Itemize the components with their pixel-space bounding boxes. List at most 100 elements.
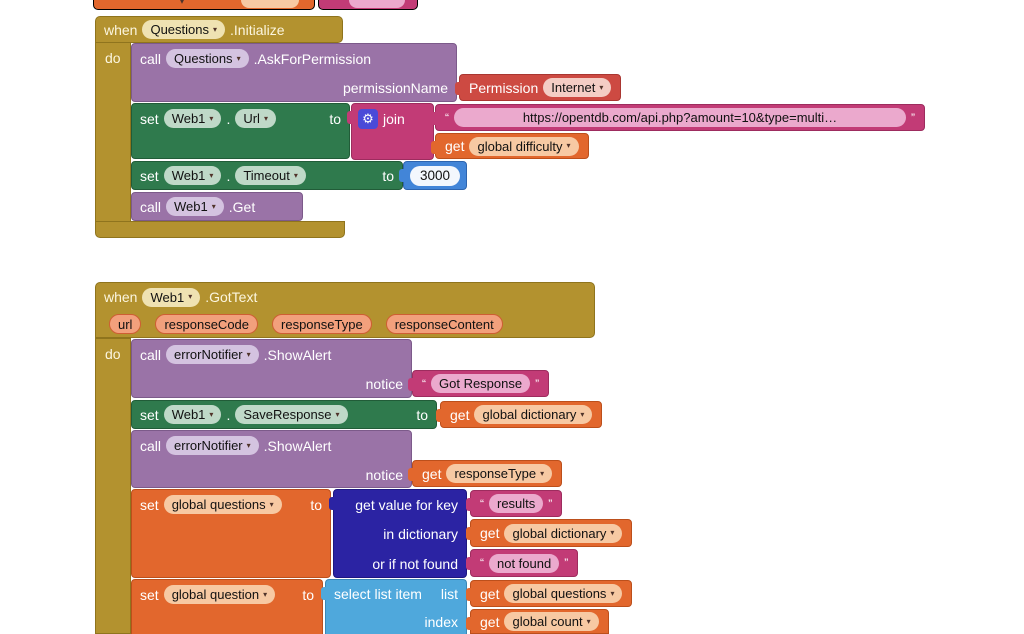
chevron-down-icon[interactable]: ▾ (211, 201, 216, 211)
set-web1-saveresponse-block[interactable]: set Web1 ▾ . SaveResponse ▾ to (131, 400, 437, 429)
clipped-block-magenta[interactable] (318, 0, 418, 10)
chevron-down-icon[interactable]: ▾ (599, 82, 604, 92)
component-name: errorNotifier (174, 438, 243, 453)
chevron-down-icon[interactable]: ▾ (263, 589, 268, 599)
call-showalert-block-2[interactable]: call errorNotifier ▾ .ShowAlert notice (131, 430, 412, 488)
index-label: index (424, 613, 458, 630)
property-dropdown-timeout[interactable]: Timeout ▾ (235, 166, 306, 185)
variable-dropdown[interactable]: responseType ▾ (446, 464, 553, 483)
variable-dropdown[interactable]: global dictionary ▾ (504, 523, 623, 543)
variable-dropdown[interactable]: global difficulty ▾ (469, 136, 579, 156)
string-field[interactable]: results (489, 494, 544, 513)
close-quote: ” (535, 376, 540, 391)
get-global-questions-block[interactable]: get global questions ▾ (465, 580, 633, 607)
chevron-down-icon[interactable]: ▾ (610, 528, 615, 537)
results-string-block[interactable]: “ results ” (465, 490, 563, 517)
close-quote: ” (564, 556, 569, 570)
call-askforpermission-block[interactable]: call Questions ▾ .AskForPermission permi… (131, 43, 457, 102)
set-global-question-block[interactable]: set global question ▾ to (131, 579, 323, 634)
call-web1-get-block[interactable]: call Web1 ▾ .Get (131, 192, 303, 221)
set-global-questions-block[interactable]: set global questions ▾ to (131, 489, 331, 578)
set-web1-url-block[interactable]: set Web1 ▾ . Url ▾ to (131, 103, 350, 159)
string-field[interactable]: Got Response (431, 374, 531, 393)
close-quote: ” (911, 110, 915, 125)
component-name: Web1 (171, 168, 206, 183)
when-web1-gottext-header[interactable]: when Web1 ▾ .GotText url responseCode re… (95, 282, 595, 338)
variable-name: global question (171, 587, 260, 602)
component-name: Web1 (171, 111, 206, 126)
number-field[interactable]: 3000 (410, 165, 461, 186)
chevron-down-icon[interactable]: ▾ (188, 292, 193, 301)
chevron-down-icon[interactable]: ▾ (246, 440, 251, 450)
chevron-down-icon[interactable]: ▾ (335, 409, 340, 419)
component-dropdown-web1[interactable]: Web1 ▾ (163, 405, 222, 424)
got-response-string-block[interactable]: “ Got Response ” (407, 370, 550, 397)
chevron-down-icon[interactable]: ▾ (580, 409, 585, 419)
chevron-down-icon[interactable]: ▾ (610, 588, 615, 598)
chevron-down-icon[interactable]: ▾ (209, 409, 214, 419)
chevron-down-icon[interactable]: ▾ (213, 24, 218, 34)
property-dropdown-url[interactable]: Url ▾ (235, 109, 276, 128)
event-param-responsetype[interactable]: responseType (272, 314, 372, 334)
url-string-field[interactable]: https://opentdb.com/api.php?amount=10&ty… (454, 108, 906, 127)
get-global-dictionary-block-2[interactable]: get global dictionary ▾ (465, 519, 633, 547)
when-questions-initialize-spine[interactable]: do (95, 42, 131, 222)
call-label: call (140, 50, 162, 67)
component-dropdown-questions[interactable]: Questions ▾ (166, 49, 249, 68)
component-dropdown-questions[interactable]: Questions ▾ (142, 20, 226, 39)
chevron-down-icon[interactable]: ▾ (540, 468, 545, 478)
mutator-gear-icon[interactable]: ⚙ (358, 108, 378, 129)
property-dropdown-saveresponse[interactable]: SaveResponse ▾ (235, 405, 348, 424)
component-dropdown-web1[interactable]: Web1 ▾ (142, 287, 201, 307)
url-string-block[interactable]: “ https://opentdb.com/api.php?amount=10&… (431, 104, 925, 131)
dictionary-lookup-block[interactable]: get value for key in dictionary or if no… (329, 489, 467, 578)
clipped-block-orange[interactable]: ▾ (93, 0, 315, 10)
variable-dropdown[interactable]: global questions ▾ (504, 584, 623, 603)
get-responsetype-block[interactable]: get responseType ▾ (407, 460, 563, 487)
component-dropdown-errornotifier[interactable]: errorNotifier ▾ (166, 345, 259, 364)
when-questions-initialize-footer[interactable] (95, 221, 345, 238)
chevron-down-icon[interactable]: ▾ (246, 349, 251, 359)
chevron-down-icon[interactable]: ▾ (586, 616, 591, 626)
when-questions-initialize-header[interactable]: when Questions ▾ .Initialize (95, 16, 343, 43)
string-field[interactable]: not found (489, 553, 560, 573)
get-value-for-key-label: get value for key (355, 496, 458, 513)
variable-name: global questions (512, 586, 607, 601)
when-web1-gottext-spine[interactable]: do (95, 338, 131, 634)
component-dropdown-web1[interactable]: Web1 ▾ (163, 109, 222, 128)
event-param-url[interactable]: url (109, 314, 142, 334)
param-notice-label: notice (365, 466, 403, 483)
chevron-down-icon[interactable]: ▾ (209, 170, 214, 180)
chevron-down-icon[interactable]: ▾ (236, 53, 241, 63)
variable-dropdown[interactable]: global questions ▾ (163, 495, 282, 514)
get-global-difficulty-block[interactable]: get global difficulty ▾ (431, 133, 589, 159)
not-found-string-block[interactable]: “ not found ” (465, 549, 579, 577)
variable-dropdown[interactable]: global dictionary ▾ (474, 405, 593, 424)
permission-internet-block[interactable]: Permission Internet ▾ (454, 74, 622, 101)
list-label: list (440, 586, 458, 602)
variable-dropdown[interactable]: global question ▾ (163, 585, 276, 604)
component-dropdown-web1[interactable]: Web1 ▾ (166, 197, 224, 216)
chevron-down-icon[interactable]: ▾ (566, 141, 571, 150)
component-dropdown-errornotifier[interactable]: errorNotifier ▾ (166, 436, 259, 455)
number-3000-block[interactable]: 3000 (398, 161, 468, 190)
call-showalert-block-1[interactable]: call errorNotifier ▾ .ShowAlert notice (131, 339, 412, 398)
event-param-responsecontent[interactable]: responseContent (385, 314, 503, 334)
chevron-down-icon[interactable]: ▾ (209, 113, 214, 123)
permission-dropdown[interactable]: Internet ▾ (543, 78, 612, 97)
component-name: Web1 (171, 407, 206, 422)
variable-dropdown[interactable]: global count ▾ (504, 612, 599, 631)
join-block[interactable]: ⚙ join (347, 103, 434, 160)
component-dropdown-web1[interactable]: Web1 ▾ (163, 166, 222, 185)
get-global-count-block[interactable]: get global count ▾ (466, 609, 609, 634)
chevron-down-icon[interactable]: ▾ (263, 113, 268, 123)
clipped-field[interactable] (349, 0, 405, 8)
event-param-responsecode[interactable]: responseCode (155, 314, 259, 334)
chevron-down-icon[interactable]: ▾ (269, 499, 274, 509)
chevron-down-icon[interactable]: ▾ (293, 170, 298, 180)
select-list-item-block[interactable]: select list item list index (321, 579, 467, 634)
property-name: Timeout (243, 168, 290, 183)
set-web1-timeout-block[interactable]: set Web1 ▾ . Timeout ▾ to (131, 161, 403, 190)
get-global-dictionary-block-1[interactable]: get global dictionary ▾ (435, 401, 603, 428)
clipped-field[interactable] (241, 0, 299, 8)
